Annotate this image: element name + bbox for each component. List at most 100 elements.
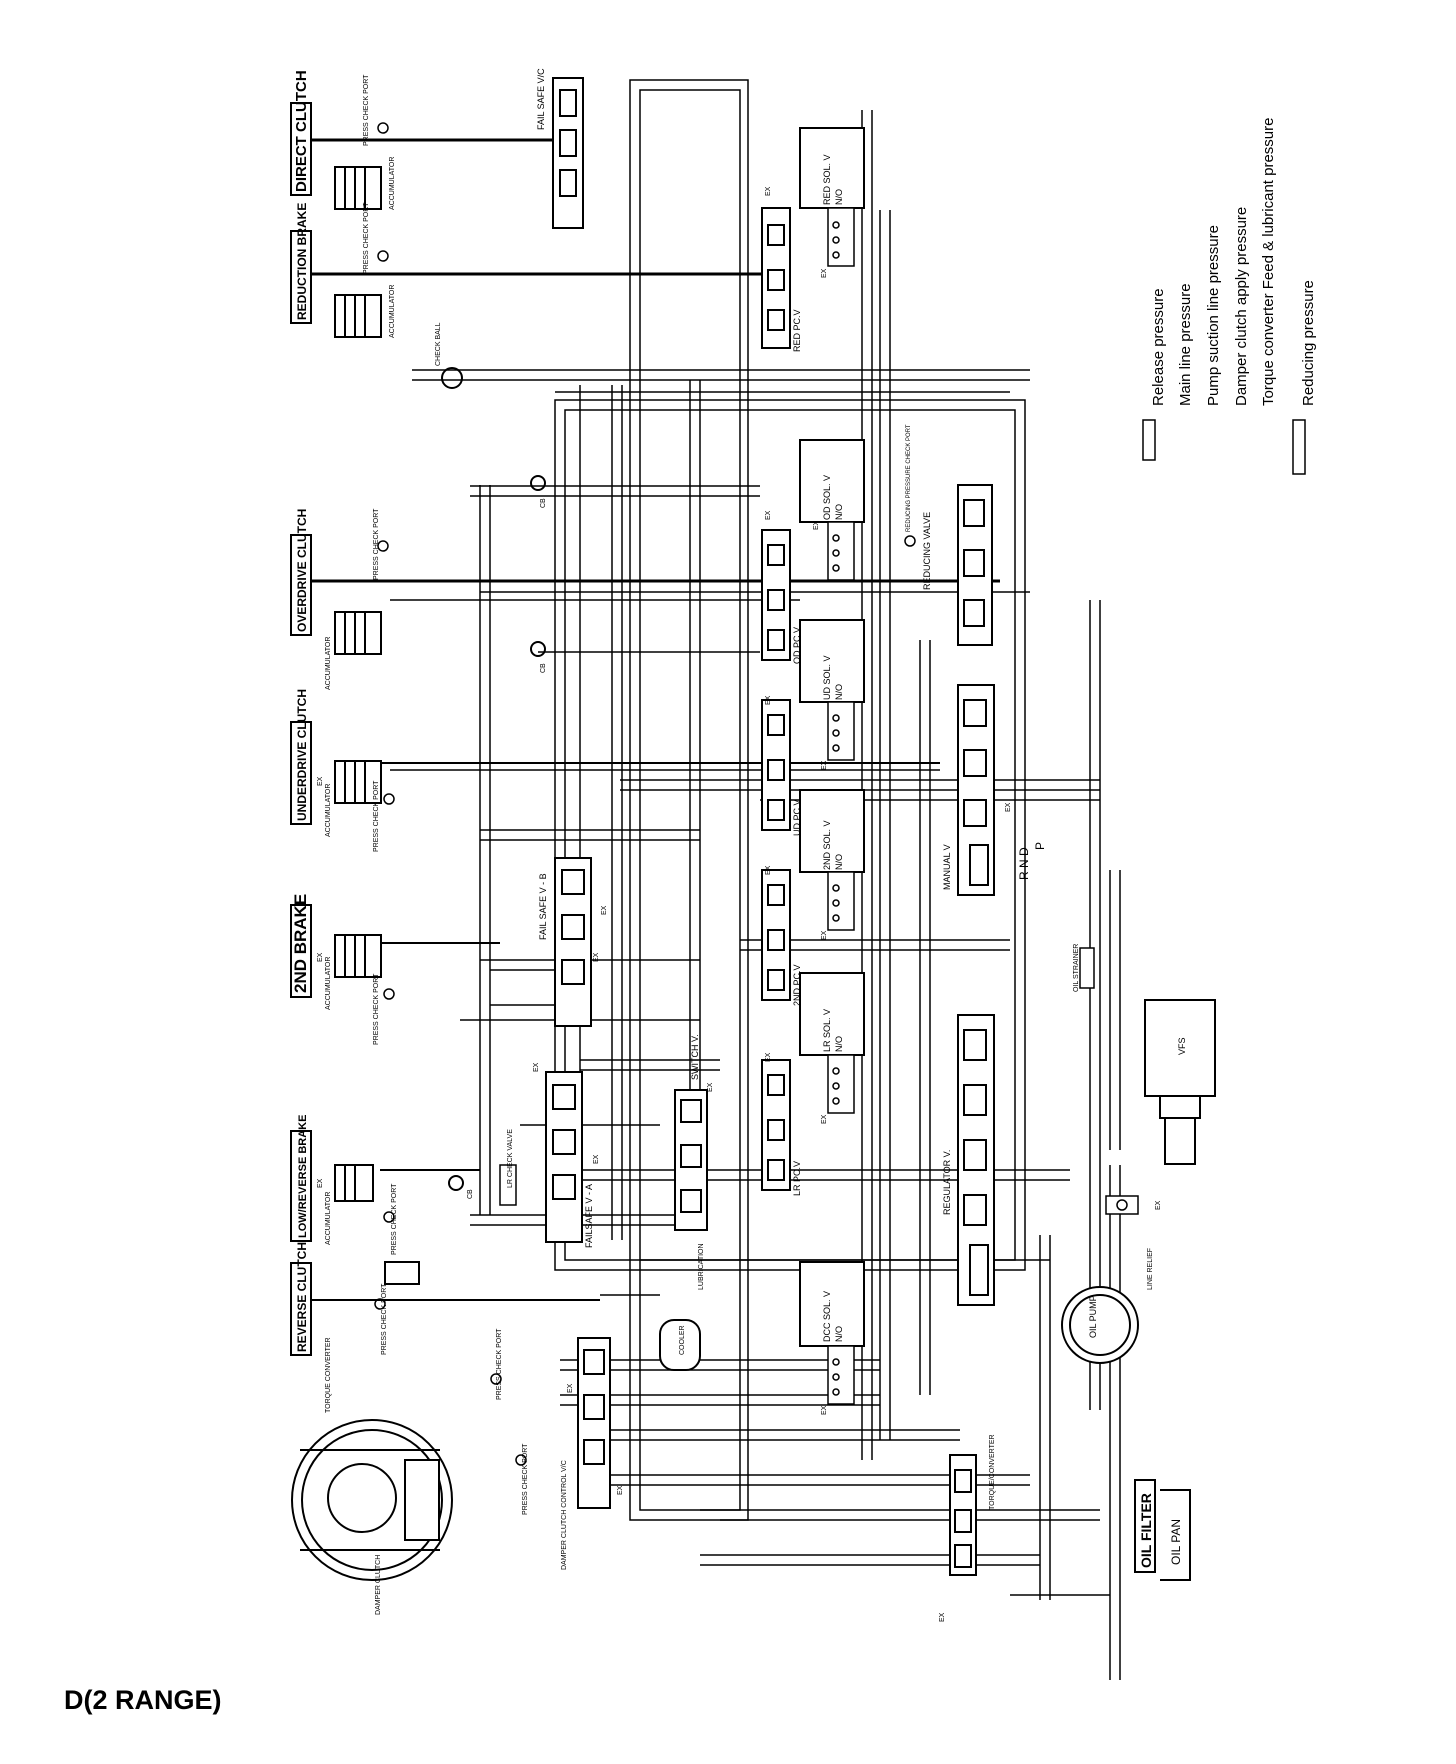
manual-valve-label: MANUAL V <box>942 844 952 890</box>
svg-text:OD SOL. V: OD SOL. V <box>822 475 832 520</box>
component-label-reduction-brake: REDUCTION BRAKE <box>290 203 312 324</box>
svg-text:ACCUMULATOR: ACCUMULATOR <box>389 285 396 338</box>
svg-text:EX: EX <box>707 1082 714 1092</box>
torque-converter-valve <box>949 1454 977 1576</box>
switch-valve-label: SWITCH V. <box>690 1034 700 1080</box>
oil-pump <box>1061 1286 1139 1364</box>
svg-text:EX: EX <box>765 865 772 875</box>
svg-text:PRESS CHECK PORT: PRESS CHECK PORT <box>373 780 380 852</box>
svg-text:OVERDRIVE CLUTCH: OVERDRIVE CLUTCH <box>295 509 309 632</box>
svg-text:PRESS CHECK PORT: PRESS CHECK PORT <box>373 508 380 580</box>
component-label-reverse-clutch: REVERSE CLUTCH <box>290 1242 312 1356</box>
accumulator-labels: ACCUMULATOR ACCUMULATOR ACCUMULATOR ACCU… <box>325 157 396 1245</box>
svg-text:EX: EX <box>317 1178 324 1188</box>
oil-pan-label: OIL PAN <box>1169 1519 1183 1565</box>
svg-text:REVERSE CLUTCH: REVERSE CLUTCH <box>295 1242 309 1352</box>
oil-strainer <box>1079 947 1095 989</box>
component-label-overdrive-clutch: OVERDRIVE CLUTCH <box>290 509 312 636</box>
component-label-direct-clutch: DIRECT CLUTCH <box>290 70 312 196</box>
svg-text:N/O: N/O <box>834 1326 844 1342</box>
oil-pan <box>1160 1489 1191 1581</box>
svg-text:EX: EX <box>765 186 772 196</box>
line-relief-label: LINE RELIEF <box>1147 1248 1154 1290</box>
pcv-labels: RED PC.V OD PC.V UD PC.V 2ND PC.V LR PC.… <box>792 309 802 1196</box>
svg-text:EX: EX <box>1005 802 1012 812</box>
svg-text:EX: EX <box>317 952 324 962</box>
svg-text:EX: EX <box>765 695 772 705</box>
svg-text:EX: EX <box>533 1062 540 1072</box>
svg-text:CB: CB <box>467 1189 474 1199</box>
component-label-low-reverse-brake: LOW/REVERSE BRAKE <box>290 1115 312 1242</box>
fail-safe-v-b <box>554 857 592 1027</box>
svg-text:N/O: N/O <box>834 504 844 520</box>
vfs-unit <box>1144 999 1216 1165</box>
svg-text:CB: CB <box>540 663 547 673</box>
svg-text:Pump suction line pressure: Pump suction line pressure <box>1205 225 1222 406</box>
check-ball-labels: CHECK BALL CB CB CB <box>435 322 547 1199</box>
component-label-underdrive-clutch: UNDERDRIVE CLUTCH <box>290 689 312 825</box>
svg-text:N/O: N/O <box>834 189 844 205</box>
svg-text:EX: EX <box>765 510 772 520</box>
damper-clutch-control-valve <box>577 1337 611 1509</box>
reducing-valve <box>957 484 993 646</box>
oil-filter <box>1134 1479 1156 1573</box>
svg-text:Main line pressure: Main line pressure <box>1177 283 1194 406</box>
oil-filter-label: OIL FILTER <box>1138 1493 1154 1568</box>
svg-text:UD PC.V: UD PC.V <box>792 799 802 836</box>
svg-text:RED SOL. V: RED SOL. V <box>822 154 832 205</box>
legend-swatch-reducing <box>1292 419 1306 475</box>
svg-text:REDUCING PRESSURE CHECK PORT: REDUCING PRESSURE CHECK PORT <box>906 424 912 532</box>
svg-text:EX: EX <box>593 952 600 962</box>
fail-safe-vc-label: FAIL SAFE V/C <box>536 68 546 130</box>
svg-text:CHECK BALL: CHECK BALL <box>435 322 442 366</box>
fail-safe-vc <box>552 77 584 229</box>
manual-range-p: P <box>1033 842 1047 850</box>
pressure-control-valves <box>761 207 791 1191</box>
svg-text:LR PC.V: LR PC.V <box>792 1161 802 1196</box>
svg-text:ACCUMULATOR: ACCUMULATOR <box>325 784 332 837</box>
press-check-ports <box>374 122 916 1466</box>
svg-text:Reducing pressure: Reducing pressure <box>1300 280 1317 406</box>
line-relief-valve <box>1105 1195 1139 1215</box>
damper-clutch-label: DAMPER CLUTCH <box>375 1555 382 1615</box>
svg-text:DIRECT CLUTCH: DIRECT CLUTCH <box>293 70 310 192</box>
reducing-valve-label: REDUCING VALVE <box>922 512 932 590</box>
torque-converter-label: TORQUE CONVERTER <box>325 1337 332 1413</box>
hydraulic-lines <box>312 79 1121 1680</box>
svg-text:UNDERDRIVE CLUTCH: UNDERDRIVE CLUTCH <box>295 689 309 821</box>
svg-text:EX: EX <box>317 776 324 786</box>
lr-check-valve <box>499 1164 517 1206</box>
oil-strainer-label: OIL STRAINER <box>1073 944 1080 992</box>
svg-text:N/O: N/O <box>834 854 844 870</box>
solenoid-valve-labels: RED SOL. V N/O OD SOL. V N/O UD SOL. V N… <box>822 154 844 1342</box>
press-check-port-labels: PRESS CHECK PORT PRESS CHECK PORT PRESS … <box>363 74 912 1515</box>
lr-check-valve-label: LR CHECK VALVE <box>507 1129 514 1188</box>
svg-text:Torque converter Feed & lubric: Torque converter Feed & lubricant pressu… <box>1260 118 1277 406</box>
oil-pump-label: OIL PUMP <box>1088 1295 1098 1338</box>
torque-converter-valve-label: TORQUE/CONVERTER <box>989 1434 996 1510</box>
svg-text:PRESS CHECK PORT: PRESS CHECK PORT <box>381 1283 388 1355</box>
svg-text:2ND PC.V: 2ND PC.V <box>792 964 802 1006</box>
svg-text:EX: EX <box>821 1114 828 1124</box>
svg-text:PRESS CHECK PORT: PRESS CHECK PORT <box>373 973 380 1045</box>
switch-valve <box>674 1089 708 1231</box>
cooler <box>659 1319 701 1371</box>
vfs-label: VFS <box>1177 1037 1187 1055</box>
svg-text:EX: EX <box>821 930 828 940</box>
cooler-label: COOLER <box>679 1325 686 1355</box>
manual-valve <box>957 684 995 896</box>
svg-text:RED PC.V: RED PC.V <box>792 309 802 352</box>
fail-safe-v-b-label: FAIL SAFE V - B <box>538 873 548 940</box>
svg-text:LR SOL. V: LR SOL. V <box>822 1009 832 1052</box>
svg-text:ACCUMULATOR: ACCUMULATOR <box>389 157 396 210</box>
svg-text:UD SOL. V: UD SOL. V <box>822 655 832 700</box>
accumulator-group <box>334 166 420 1285</box>
fail-safe-v-a-label: FAILSAFE V - A <box>584 1184 594 1248</box>
regulator-valve <box>957 1014 995 1306</box>
svg-text:EX: EX <box>813 520 820 530</box>
svg-text:N/O: N/O <box>834 1036 844 1052</box>
svg-text:PRESS CHECK PORT: PRESS CHECK PORT <box>391 1183 398 1255</box>
fail-safe-v-a <box>545 1071 583 1243</box>
svg-text:EX: EX <box>617 1485 624 1495</box>
